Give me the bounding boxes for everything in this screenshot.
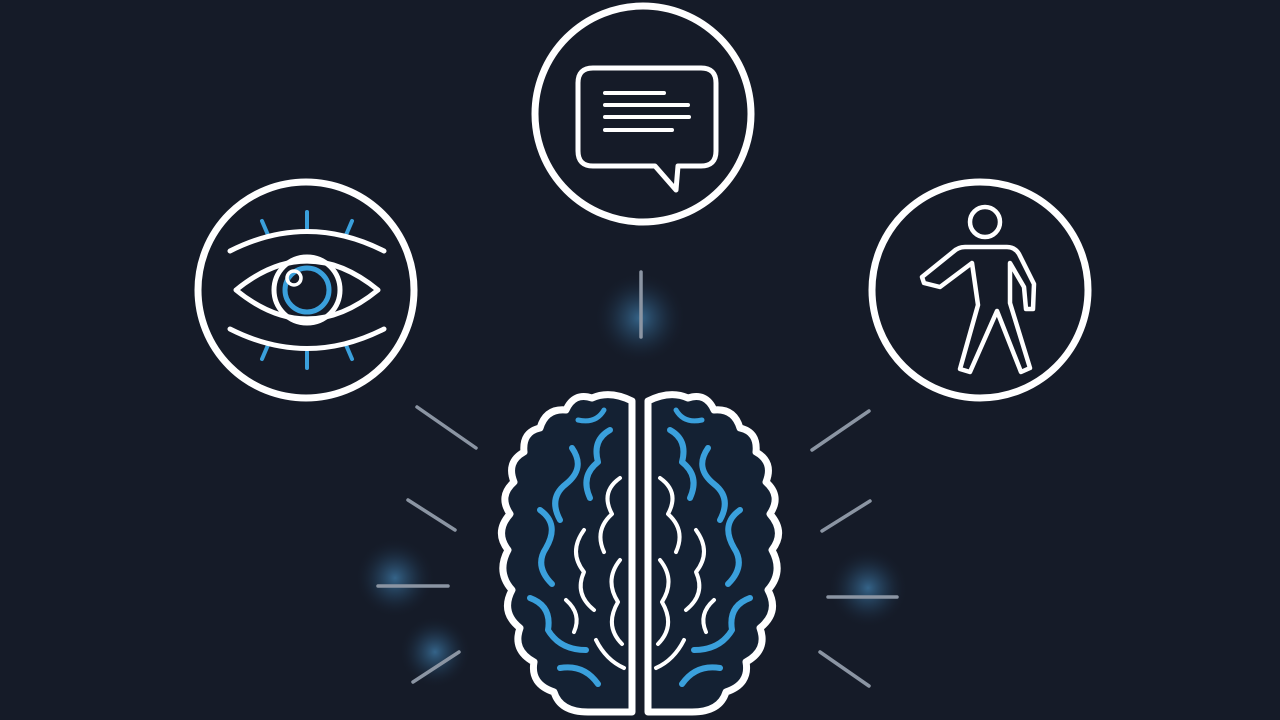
eye-icon xyxy=(227,210,387,370)
glow-right xyxy=(828,548,908,628)
glow-left-lower xyxy=(399,616,471,688)
language-node-ring xyxy=(531,2,755,226)
ray-right-2 xyxy=(820,499,872,533)
movement-node-ring xyxy=(868,178,1092,402)
ray-left-4 xyxy=(411,650,461,684)
brain-icon xyxy=(498,391,782,716)
ray-left-1 xyxy=(415,405,478,450)
speech-bubble-icon xyxy=(575,65,719,193)
brain-right-hemisphere xyxy=(644,391,782,716)
connector-rays xyxy=(376,270,899,688)
vision-node xyxy=(194,178,418,402)
brain-left-hemisphere xyxy=(498,391,636,716)
language-node xyxy=(531,2,755,226)
movement-node xyxy=(868,178,1092,402)
ray-right-4 xyxy=(818,650,871,688)
brain-left-folds xyxy=(527,407,626,687)
brain-right-folds xyxy=(654,407,753,687)
ray-left-2 xyxy=(406,498,457,532)
ray-right-1 xyxy=(810,409,871,452)
vision-node-ring xyxy=(194,178,418,402)
glow-left-upper xyxy=(355,538,435,618)
walking-person-icon xyxy=(919,204,1037,375)
